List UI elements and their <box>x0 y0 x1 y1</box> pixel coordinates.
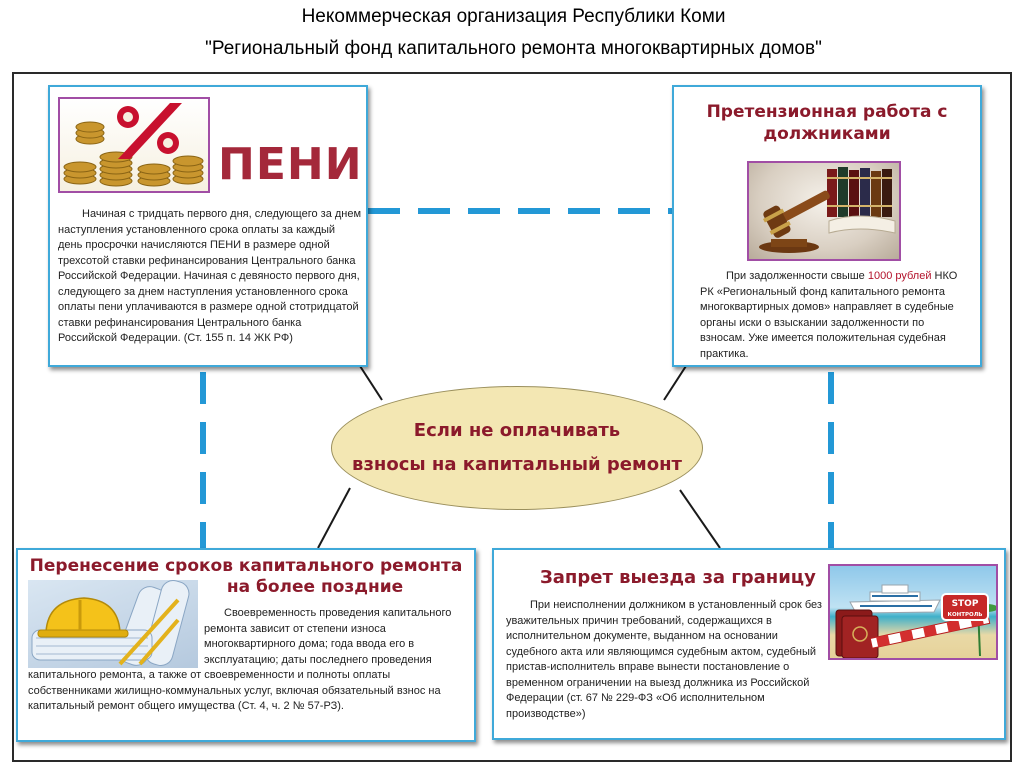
stop-sign-subtext: КОНТРОЛЬ <box>948 612 983 618</box>
header-line-2: "Региональный фонд капитального ремонта … <box>205 38 822 59</box>
postpone-box: Перенесение сроков капитального ремонта … <box>16 548 476 742</box>
claims-text-before: При задолженности свыше <box>726 270 868 282</box>
line-tr <box>663 365 687 401</box>
postpone-title-line-1: Перенесение сроков капитального ремонта <box>29 556 463 576</box>
hardhat-blueprints-icon <box>31 580 190 666</box>
postpone-text: Своевременность проведения капитального … <box>28 606 468 715</box>
center-line-2: взносы на капитальный ремонт <box>352 454 682 475</box>
peni-box: ПЕНИ Начиная с тридцать первого дня, сле… <box>48 85 368 367</box>
claims-title-line-2: должниками <box>763 124 891 145</box>
claims-amount: 1000 рублей <box>867 270 932 282</box>
postpone-image <box>28 580 198 668</box>
postpone-title-line-2: на более поздние <box>226 577 404 597</box>
line-bl <box>317 487 351 549</box>
travel-box: Запрет выезда за границу STOP КОНТРОЛЬ П… <box>492 548 1006 740</box>
percent-coins-icon <box>63 103 204 187</box>
header-line-1: Некоммерческая организация Республики Ко… <box>301 6 726 27</box>
line-tl <box>359 365 383 401</box>
peni-text: Начиная с тридцать первого дня, следующе… <box>58 208 362 344</box>
outer-frame <box>12 72 1012 762</box>
claims-box: Претензионная работа с должниками <box>672 85 982 367</box>
claims-title-line-1: Претензионная работа с <box>706 102 948 122</box>
line-br <box>679 489 721 549</box>
postpone-text-body: Своевременность проведения капитального … <box>28 607 452 712</box>
center-oval: Если не оплачивать взносы на капитальный… <box>331 386 703 510</box>
claims-title: Претензионная работа с должниками <box>674 101 980 145</box>
travel-text: При неисполнении должником в установленн… <box>506 598 824 722</box>
travel-title: Запрет выезда за границу <box>540 567 816 588</box>
travel-text-body: При неисполнении должником в установленн… <box>506 599 822 720</box>
claims-text-after: НКО РК «Региональный фонд капитального р… <box>700 270 958 360</box>
claims-image <box>747 161 901 261</box>
gavel-books-icon <box>759 167 896 253</box>
peni-image <box>58 97 210 193</box>
postpone-title: Перенесение сроков капитального ремонта … <box>18 556 474 598</box>
peni-title: ПЕНИ <box>218 139 363 190</box>
center-line-1: Если не оплачивать <box>413 420 621 441</box>
claims-text: При задолженности свыше 1000 рублей НКО … <box>700 269 972 362</box>
stop-barrier-cruise-icon: STOP КОНТРОЛЬ <box>835 584 996 658</box>
stop-sign-text: STOP <box>952 599 979 609</box>
travel-image: STOP КОНТРОЛЬ <box>828 564 998 660</box>
